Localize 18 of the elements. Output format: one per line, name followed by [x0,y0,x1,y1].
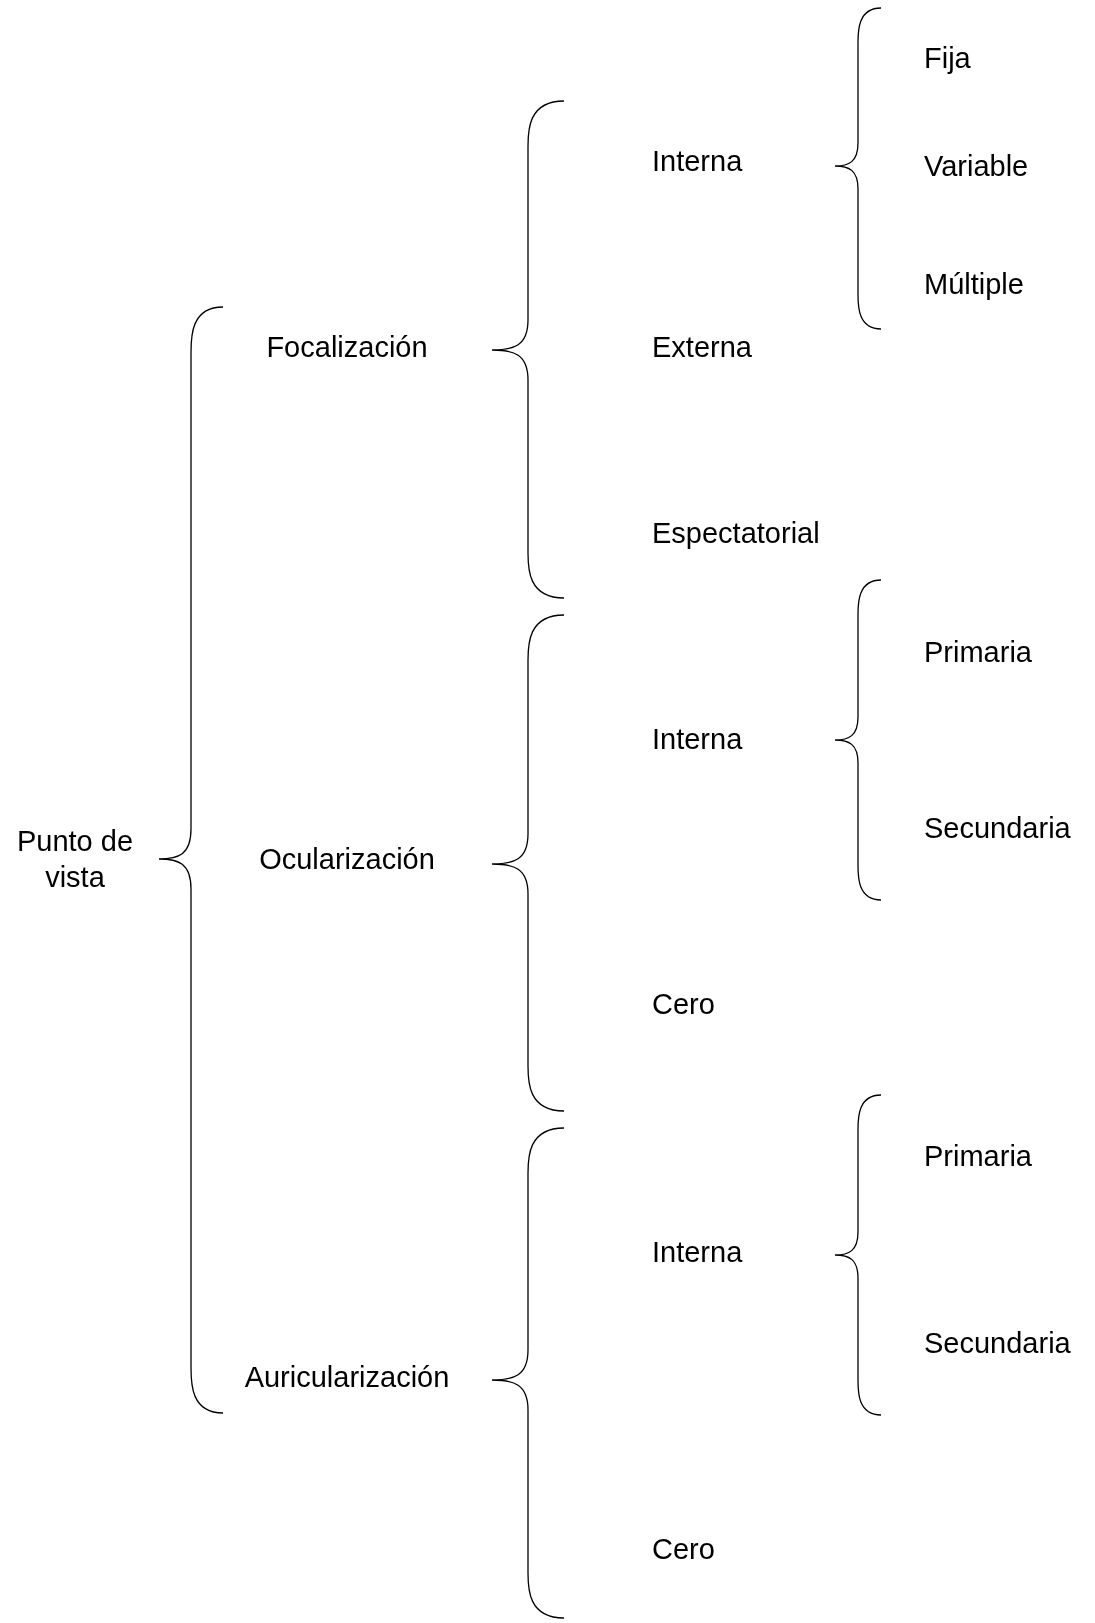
category-label: Primaria [924,634,1032,670]
category-label: Ocularización [259,841,435,877]
category-label: Interna [652,1234,743,1270]
category-label: Punto de vista [15,823,135,895]
category-label: Auricularización [244,1359,450,1395]
category-label: Espectatorial [652,515,820,551]
category-label: Múltiple [924,266,1024,302]
category-label: Variable [924,148,1029,184]
category-label: Fija [924,40,971,76]
category-label: Secundaria [924,1325,1071,1361]
category-label: Secundaria [924,810,1071,846]
category-label: Cero [652,986,715,1022]
category-label: Interna [652,721,743,757]
category-label: Primaria [924,1138,1032,1174]
category-label: Interna [652,143,743,179]
category-label: Externa [652,329,752,365]
category-label: Focalización [266,329,428,365]
category-label: Cero [652,1531,715,1567]
